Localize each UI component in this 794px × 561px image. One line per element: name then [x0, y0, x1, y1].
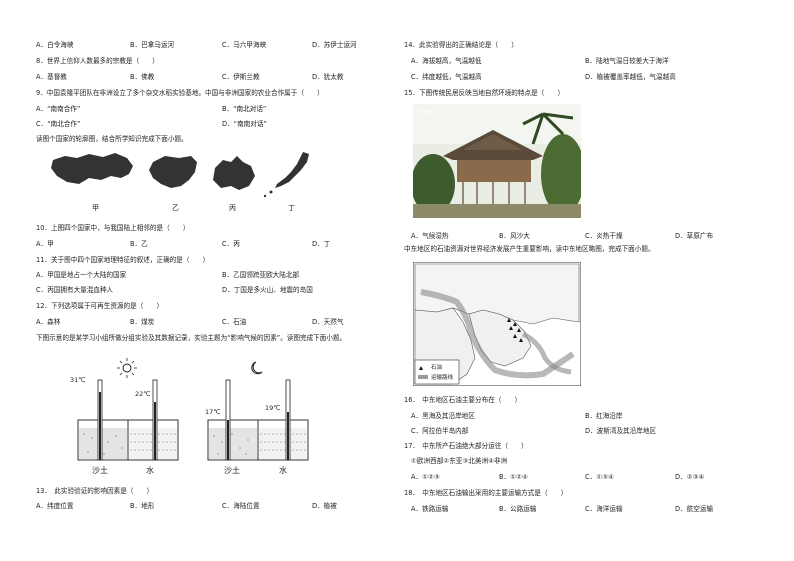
q9-option-c: C．“南北合作” [36, 120, 81, 128]
q12-stem: 12．下列选项属于可再生资源的是（ ） [36, 302, 164, 310]
q16-option-a: A．黑海及其沿岸地区 [411, 412, 475, 420]
label-water-night: 水 [279, 466, 287, 475]
map-label-jia: 甲 [92, 204, 99, 212]
q9-option-a: A．“南南合作” [36, 105, 81, 113]
q11-option-b: B．乙国领跨亚欧大陆北部 [222, 271, 300, 279]
q18-option-c: C．海洋运输 [585, 505, 623, 513]
q8-option-a: A．基督教 [36, 73, 67, 81]
q16-option-c: C．阿拉伯半岛内部 [411, 427, 469, 435]
q17-option-b: B．①②④ [499, 473, 528, 481]
temp-sand-day: 31℃ [70, 376, 86, 384]
q13-stem: 13． 此实验验证的影响因素是（ ） [36, 487, 154, 495]
q15-option-d: D．草原广布 [675, 232, 714, 240]
q7-option-c: C．马六甲海峡 [222, 41, 267, 49]
q10-option-d: D．丁 [312, 240, 331, 248]
q10-stem: 10．上图四个国家中，与我国陆上相邻的是（ ） [36, 224, 190, 232]
q12-option-b: B．煤炭 [130, 318, 155, 326]
q8-option-d: D．犹太教 [312, 73, 344, 81]
q8-option-b: B．佛教 [130, 73, 155, 81]
q14-option-b: B．陆地气温日较差大于海洋 [585, 57, 669, 65]
q8-option-c: C．伊斯兰教 [222, 73, 260, 81]
q18-option-a: A．铁路运输 [411, 505, 449, 513]
q7-option-a: A．白令海峡 [36, 41, 74, 49]
q10-option-c: C．丙 [222, 240, 240, 248]
country-jia-outline [51, 153, 133, 184]
q11-option-c: C．丙国拥有大量混血种人 [36, 286, 114, 294]
q12-option-c: C．石油 [222, 318, 247, 326]
q15-option-a: A．气候湿热 [411, 232, 449, 240]
label-sand-day: 沙土 [92, 466, 108, 475]
q11-option-a: A．甲国是地占一个大陆的国家 [36, 271, 127, 279]
q9-option-d: D．“南南对话” [222, 120, 267, 128]
country-ding-outline [275, 152, 309, 188]
map-label-bing: 丙 [229, 204, 236, 212]
q11-stem: 11．关于图中四个国家地理特征的叙述，正确的是（ ） [36, 256, 210, 264]
label-sand-night: 沙土 [224, 466, 240, 475]
legend-oil: 石油 [431, 365, 443, 371]
photo-label: 竹楼 [419, 109, 432, 117]
oil-markers [507, 318, 523, 342]
q18-option-d: D．航空运输 [675, 505, 714, 513]
q17-option-a: A．①②③ [411, 473, 440, 481]
middle-east-map [413, 262, 581, 386]
q11-option-d: D．丁国是多火山、地震的岛国 [222, 286, 313, 294]
temp-sand-night: 17℃ [205, 408, 221, 416]
country-yi-outline [149, 156, 197, 188]
q10-option-a: A．甲 [36, 240, 54, 248]
q12-option-a: A．森林 [36, 318, 61, 326]
q15-stem: 15．下图传统民居反映当地自然环境的特点是（ ） [404, 89, 565, 97]
q13-option-d: D．植被 [312, 502, 337, 510]
legend-route: 运输路线 [431, 375, 454, 381]
q16-option-b: B．红海沿岸 [585, 412, 623, 420]
q9-stem: 9．中国袁隆平团队在非洲设立了多个杂交水稻实验基地。中国与非洲国家的农业合作属于… [36, 89, 324, 97]
q13-option-b: B．地形 [130, 502, 155, 510]
sun-icon [117, 358, 137, 378]
map-label-yi: 乙 [172, 204, 179, 212]
q10-option-b: B．乙 [130, 240, 148, 248]
q18-option-b: B．公路运输 [499, 505, 537, 513]
temp-water-day: 22℃ [135, 390, 151, 398]
bamboo-house-photo [413, 104, 581, 218]
country-bing-outline [213, 156, 255, 190]
map-label-ding: 丁 [288, 204, 295, 212]
q7-option-d: D．苏伊士运河 [312, 41, 357, 49]
q14-option-a: A．海拔越高，气温越低 [411, 57, 482, 65]
q15-option-b: B．风沙大 [499, 232, 530, 240]
experiment-figure [77, 358, 309, 461]
intro-middle-east: 中东地区的石油资源对世界经济发展产生重要影响，读中东地区略图，完成下面小题。 [404, 245, 655, 253]
q14-option-c: C．纬度越低，气温越高 [411, 73, 482, 81]
q13-option-c: C．海陆位置 [222, 502, 260, 510]
label-water-day: 水 [146, 466, 154, 475]
q17-option-d: D．②③④ [675, 473, 705, 481]
q16-option-d: D．波斯湾及其沿岸地区 [585, 427, 657, 435]
moon-icon [251, 361, 263, 375]
q18-stem: 18． 中东地区石油输出采用的主要运输方式是（ ） [404, 489, 568, 497]
q16-stem: 16． 中东地区石油主要分布在（ ） [404, 396, 522, 404]
q12-option-d: D．天然气 [312, 318, 344, 326]
q15-option-c: C．炎热干燥 [585, 232, 623, 240]
intro-country-outlines: 读图个国家的轮廓图，结合所学知识完成下面小题。 [36, 135, 188, 143]
q17-option-c: C．①③④ [585, 473, 614, 481]
q8-stem: 8．世界上信仰人数最多的宗教是（ ） [36, 57, 159, 65]
q17-items: ①欧洲西部②东亚③北美洲④非洲 [411, 457, 508, 465]
q17-stem: 17． 中东所产石油绝大部分运往（ ） [404, 442, 528, 450]
q13-option-a: A．纬度位置 [36, 502, 74, 510]
country-outlines-figure [51, 152, 309, 198]
q9-option-b: B．“南北对话” [222, 105, 267, 113]
temp-water-night: 19℃ [265, 404, 281, 412]
q7-option-b: B．巴拿马运河 [130, 41, 175, 49]
q14-option-d: D．植被覆盖率越低，气温越高 [585, 73, 676, 81]
intro-experiment: 下图示意的是某学习小组所做分组实验及其数据记录，实验主题为“影响气候的因素”。读… [36, 334, 347, 342]
q14-stem: 14．此实验得出的正确结论是（ ） [404, 41, 518, 49]
